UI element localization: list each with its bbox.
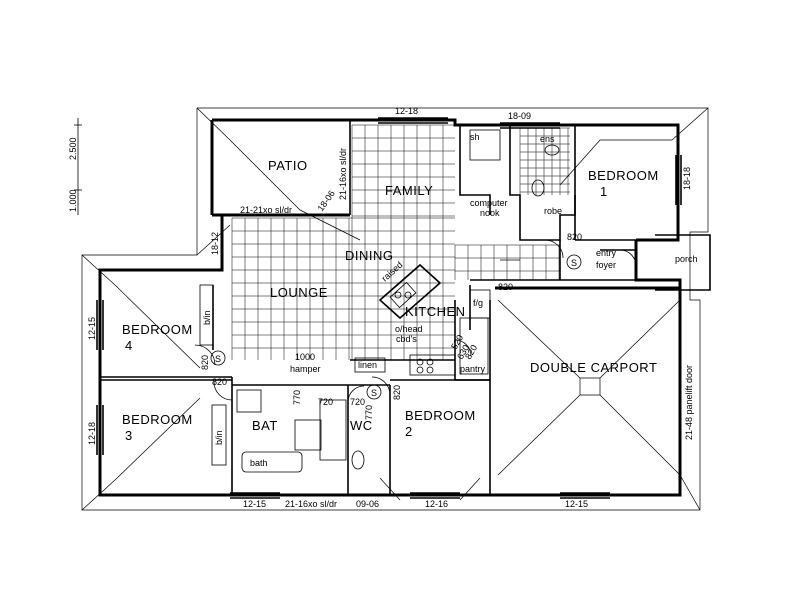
dim-720-b: 720 [350, 397, 365, 407]
room-dining: DINING [345, 248, 394, 263]
label-overhead: o/head [395, 324, 423, 334]
room-labels: PATIO FAMILY DINING LOUNGE KITCHEN BEDRO… [122, 158, 659, 443]
dim-patio-small: 18-06 [315, 189, 336, 214]
dim-lounge-door: 21-21xo sl/dr [240, 205, 292, 215]
label-pantry: pantry [460, 364, 486, 374]
dim-bottom-2: 21-16xo sl/dr [285, 499, 337, 509]
dim-door-kitchen: 820 [498, 282, 513, 292]
label-hamper: hamper [290, 364, 321, 374]
dim-1000: 1000 [295, 352, 315, 362]
label-computer: computer [470, 198, 508, 208]
room-bedroom-1-number: 1 [600, 184, 608, 199]
label-fridge: f/g [473, 298, 483, 308]
room-kitchen: KITCHEN [405, 304, 466, 319]
label-cupboards: cbd's [396, 334, 417, 344]
room-wc: WC [350, 418, 373, 433]
ensuite-tiles [519, 127, 570, 195]
dim-bed1-side: 18-18 [682, 167, 692, 190]
dim-bottom-5: 12-15 [565, 499, 588, 509]
dim-door-bed2: 820 [392, 385, 402, 400]
scale-label-a: 2.500 [68, 137, 78, 160]
label-builtin-3: b/in [214, 430, 224, 445]
smoke-detectors: S S S [210, 254, 582, 400]
room-bedroom-4-number: 4 [125, 338, 133, 353]
dim-bottom-3: 09-06 [356, 499, 379, 509]
bathroom-fixtures [199, 284, 365, 473]
dim-door-bed3: 820 [212, 377, 227, 387]
room-bedroom-1: BEDROOM [588, 168, 659, 183]
scale-bar: 2.500 1.000 [68, 118, 82, 215]
dim-top-left: 12-18 [395, 106, 418, 116]
label-ensuite: ens [540, 134, 555, 144]
dim-bed3-side: 12-18 [87, 422, 97, 445]
room-bedroom-2: BEDROOM [405, 408, 476, 423]
dim-door-entry: 820 [567, 232, 582, 242]
room-bedroom-3: BEDROOM [122, 412, 193, 427]
room-bedroom-4: BEDROOM [122, 322, 193, 337]
internal-walls [100, 125, 711, 495]
dim-door-bed4: 820 [200, 355, 210, 370]
room-lounge: LOUNGE [270, 285, 328, 300]
label-foyer: foyer [596, 260, 616, 270]
label-porch: porch [675, 254, 698, 264]
dim-720-a: 720 [318, 397, 333, 407]
smoke-detector-1: S [571, 258, 577, 268]
dim-bottom-1: 12-15 [243, 499, 266, 509]
room-bath: BAT [252, 418, 278, 433]
dim-patio-door: 21-16xo sl/dr [338, 148, 348, 200]
label-shower: sh [470, 132, 480, 142]
label-robe: robe [544, 206, 562, 216]
scale-label-b: 1.000 [68, 189, 78, 212]
dim-top-right: 18-09 [508, 111, 531, 121]
dim-door-bath: 770 [292, 390, 302, 405]
label-entry: entry [596, 248, 617, 258]
smoke-detector-3: S [371, 388, 377, 398]
label-builtin-4: b/in [202, 310, 212, 325]
floor-tile-grid [231, 124, 560, 360]
kitchen-fixtures [354, 289, 491, 376]
dim-door-wc: 770 [364, 405, 374, 420]
ensuite-fixtures [469, 129, 560, 197]
room-family: FAMILY [385, 183, 433, 198]
label-bath: bath [250, 458, 268, 468]
room-patio: PATIO [268, 158, 308, 173]
dim-carport-door: 21-48 panelift door [684, 365, 694, 440]
dim-lounge-side: 18-12 [210, 232, 220, 255]
room-double-carport: DOUBLE CARPORT [530, 360, 657, 375]
room-bedroom-2-number: 2 [405, 424, 413, 439]
window-marks [96, 117, 682, 499]
doors [194, 239, 637, 403]
dim-bottom-4: 12-16 [425, 499, 448, 509]
room-bedroom-3-number: 3 [125, 428, 133, 443]
label-nook: nook [480, 208, 500, 218]
dimension-labels: 12-18 18-09 18-18 21-16xo sl/dr 18-06 21… [87, 106, 694, 509]
label-linen: linen [358, 360, 377, 370]
dim-bed4-side: 12-15 [87, 317, 97, 340]
smoke-detector-2: S [215, 354, 221, 364]
kitchen-island [378, 263, 442, 320]
label-raised: raised [380, 260, 405, 284]
